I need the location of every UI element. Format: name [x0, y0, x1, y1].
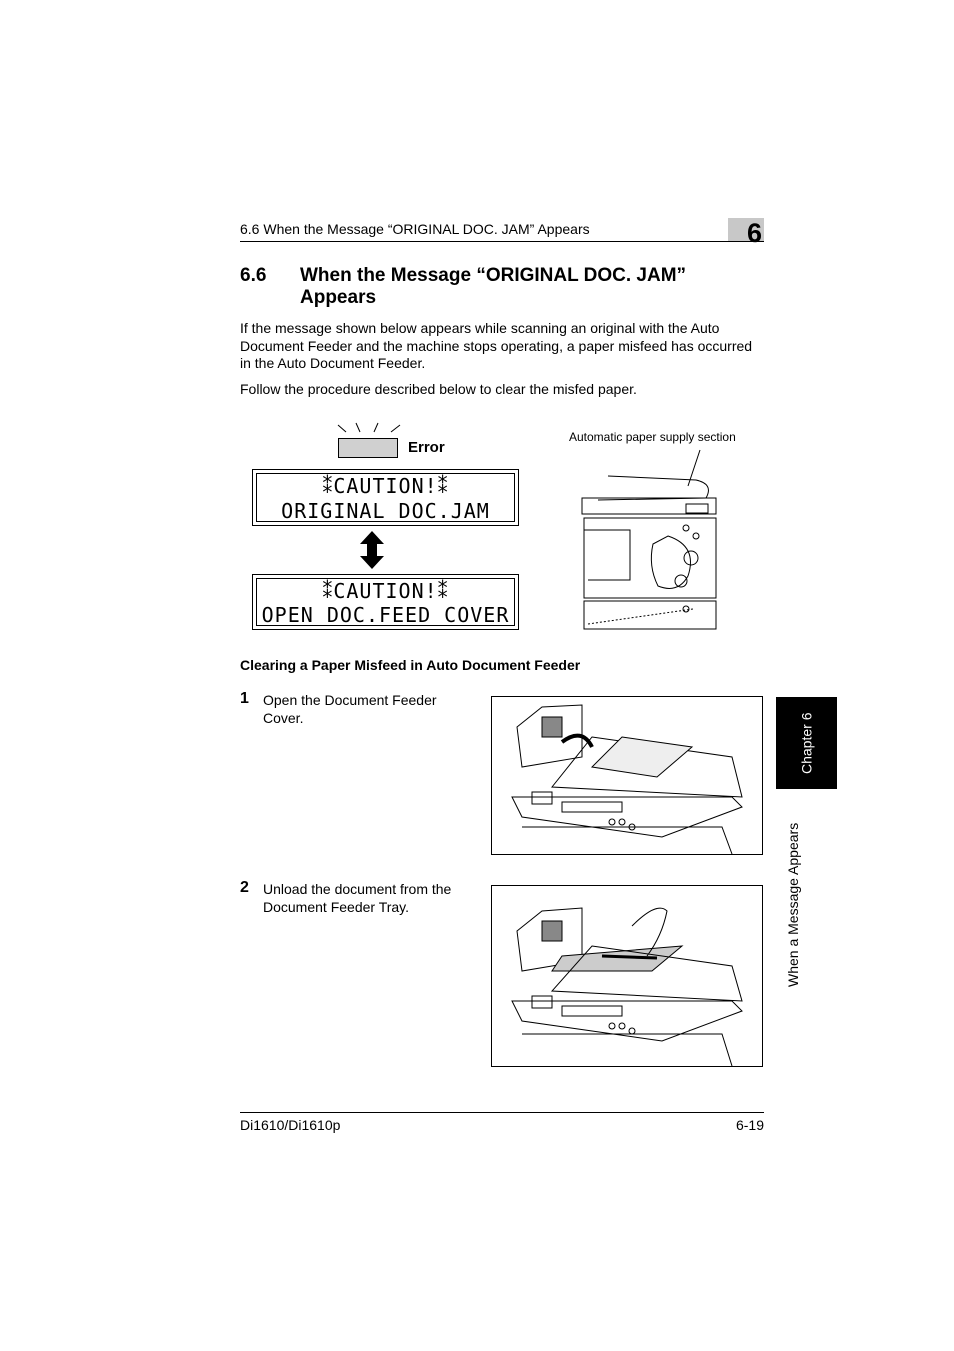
lcd-display-1: ⁑CAUTION!⁑ ORIGINAL DOC.JAM	[252, 469, 519, 526]
lcd2-line2: OPEN DOC.FEED COVER	[261, 603, 510, 627]
lcd1-line1: ⁑CAUTION!⁑	[322, 474, 449, 498]
side-tab-background	[776, 697, 837, 789]
procedure-heading: Clearing a Paper Misfeed in Auto Documen…	[240, 657, 581, 673]
section-title: When the Message “ORIGINAL DOC. JAM” App…	[300, 265, 687, 308]
lcd-display-2: ⁑CAUTION!⁑ OPEN DOC.FEED COVER	[252, 574, 519, 630]
footer-page-number: 6-19	[735, 1117, 764, 1133]
footer-rule	[240, 1112, 764, 1113]
double-arrow-icon	[360, 531, 384, 569]
lcd2-line1: ⁑CAUTION!⁑	[322, 579, 449, 603]
section-number: 6.6	[240, 265, 267, 286]
diagram-callout: Automatic paper supply section	[569, 430, 736, 444]
lamp-rays-icon	[337, 422, 401, 433]
step-1-illustration-frame	[491, 696, 763, 855]
side-tab-chapter: Chapter 6	[798, 712, 815, 774]
step-1-text: Open the Document Feeder Cover.	[263, 692, 437, 726]
step-2-illustration-frame	[491, 885, 763, 1067]
step-2-number: 2	[240, 879, 249, 896]
running-header: 6.6 When the Message “ORIGINAL DOC. JAM”…	[240, 221, 590, 237]
machine-cross-section-icon	[581, 449, 717, 630]
chapter-number-box: 6	[728, 218, 764, 248]
intro-paragraph-2: Follow the procedure described below to …	[240, 381, 637, 397]
header-rule	[240, 241, 764, 242]
error-lamp-icon	[338, 438, 398, 458]
step-1-number: 1	[240, 690, 249, 707]
step-2-text: Unload the document from the Document Fe…	[263, 881, 452, 915]
side-tab-category: When a Message Appears	[785, 822, 801, 988]
feeder-unload-illustration	[511, 907, 743, 1067]
footer-model: Di1610/Di1610p	[240, 1117, 341, 1133]
lcd1-line2: ORIGINAL DOC.JAM	[281, 499, 490, 523]
error-label: Error	[408, 439, 445, 456]
feeder-cover-open-illustration	[511, 704, 743, 855]
intro-paragraph-1: If the message shown below appears while…	[240, 320, 753, 371]
